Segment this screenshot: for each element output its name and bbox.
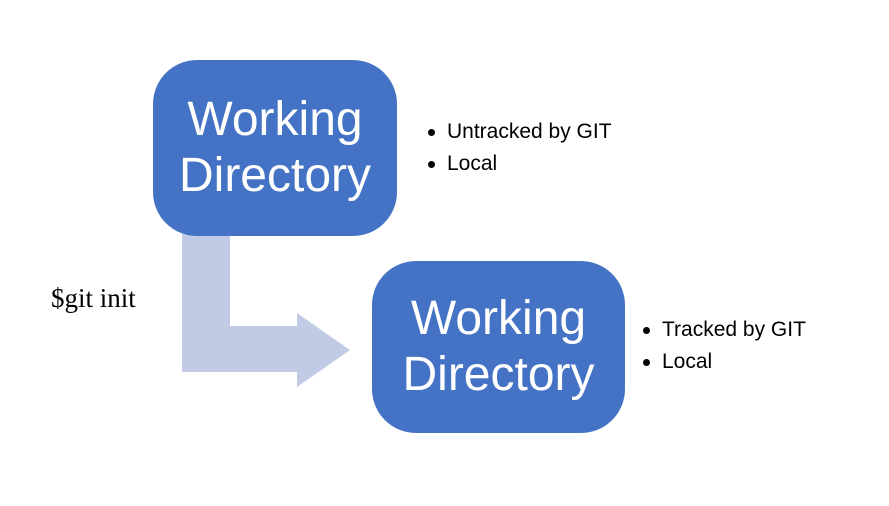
node-title: Working Directory — [178, 93, 372, 202]
bullet-item: Local — [643, 346, 806, 378]
bullet-text: Tracked by GIT — [662, 318, 806, 341]
bullet-dot-icon — [643, 358, 650, 366]
node-working-directory-tracked: Working Directory — [372, 261, 625, 433]
node-title: Working Directory — [402, 292, 595, 401]
bullet-text: Local — [447, 152, 498, 175]
bullet-dot-icon — [428, 160, 435, 168]
node-working-directory-untracked: Working Directory — [153, 60, 397, 236]
bullet-text: Local — [662, 350, 713, 373]
bullet-text: Untracked by GIT — [447, 120, 612, 143]
bullet-dot-icon — [643, 326, 650, 334]
bullet-list-untracked: Untracked by GIT Local — [428, 116, 612, 180]
bullet-item: Untracked by GIT — [428, 116, 612, 148]
bullet-dot-icon — [428, 128, 435, 136]
arrow-label: $git init — [51, 283, 136, 313]
bullet-list-tracked: Tracked by GIT Local — [643, 314, 806, 378]
bullet-item: Tracked by GIT — [643, 314, 806, 346]
bullet-item: Local — [428, 148, 612, 180]
